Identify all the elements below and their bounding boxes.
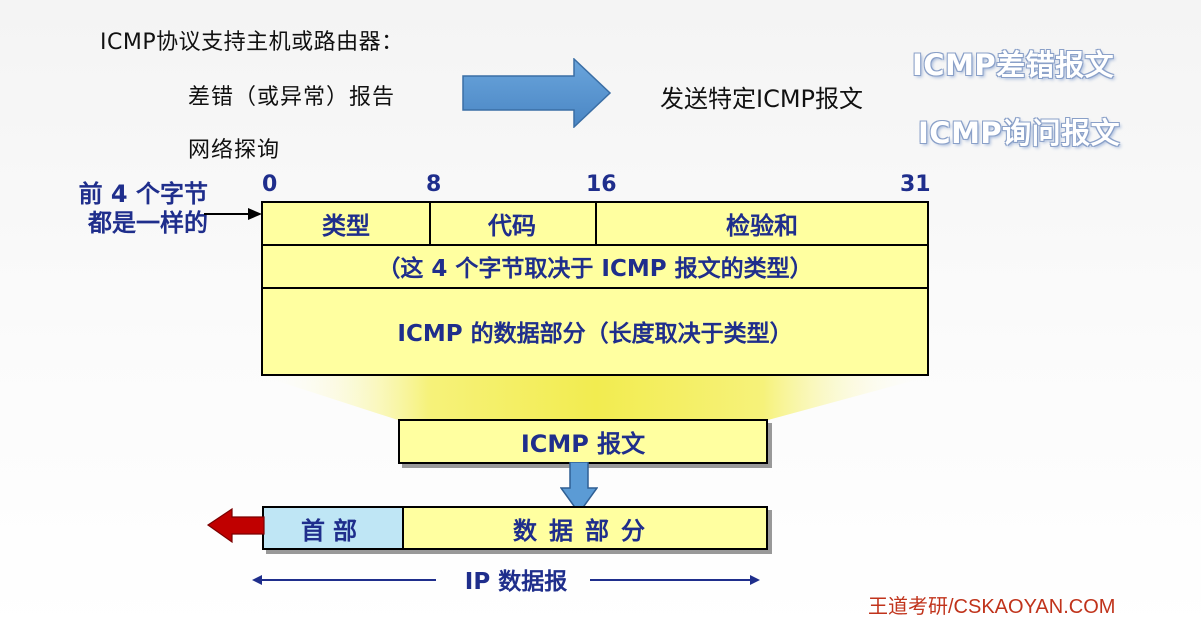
item-error-report: 差错（或异常）报告 bbox=[188, 85, 396, 110]
span-indicator bbox=[252, 575, 760, 585]
icmp-message-box: ICMP 报文 bbox=[398, 419, 768, 464]
tag-query-message: ICMP询问报文 bbox=[918, 116, 1121, 150]
right-arrow-icon bbox=[462, 58, 612, 128]
field-checksum: 检验和 bbox=[726, 212, 798, 240]
bit-31: 31 bbox=[900, 172, 931, 197]
pointer-arrow-icon bbox=[204, 208, 262, 220]
ip-datagram: 首部 数据部分 bbox=[262, 506, 768, 550]
icmp-data-label: ICMP 的数据部分（长度取决于类型） bbox=[397, 320, 793, 347]
icmp-type-dependent-row: （这 4 个字节取决于 ICMP 报文的类型） bbox=[263, 244, 927, 289]
field-code: 代码 bbox=[429, 203, 597, 244]
icmp-structure: 类型 代码 检验和 （这 4 个字节取决于 ICMP 报文的类型） ICMP 的… bbox=[261, 201, 929, 376]
field-type: 类型 bbox=[263, 203, 431, 244]
type-dependent-label: （这 4 个字节取决于 ICMP 报文的类型） bbox=[377, 255, 813, 282]
tag-error-message: ICMP差错报文 bbox=[912, 48, 1115, 82]
intro-text: ICMP协议支持主机或路由器： bbox=[100, 30, 404, 55]
watermark: 王道考研/CSKAOYAN.COM bbox=[868, 596, 1116, 618]
bit-16: 16 bbox=[586, 172, 617, 197]
note-line: 前 4 个字节 bbox=[78, 180, 208, 208]
ip-header: 首部 bbox=[264, 508, 404, 548]
left-red-arrow-icon bbox=[206, 507, 265, 544]
note-line: 都是一样的 bbox=[88, 209, 208, 237]
ip-data-part: 数据部分 bbox=[404, 508, 766, 548]
down-arrow-icon bbox=[560, 462, 598, 514]
bit-0: 0 bbox=[262, 172, 278, 197]
bit-8: 8 bbox=[426, 172, 442, 197]
item-query: 网络探询 bbox=[188, 138, 281, 163]
target-text: 发送特定ICMP报文 bbox=[660, 85, 864, 113]
icmp-data-row: ICMP 的数据部分（长度取决于类型） bbox=[263, 287, 927, 374]
funnel-shape bbox=[262, 376, 930, 420]
icmp-header-row: 类型 代码 检验和 bbox=[263, 203, 927, 246]
ip-datagram-label: IP 数据报 bbox=[464, 569, 568, 595]
first-four-bytes-note: 前 4 个字节 都是一样的 bbox=[40, 180, 208, 238]
